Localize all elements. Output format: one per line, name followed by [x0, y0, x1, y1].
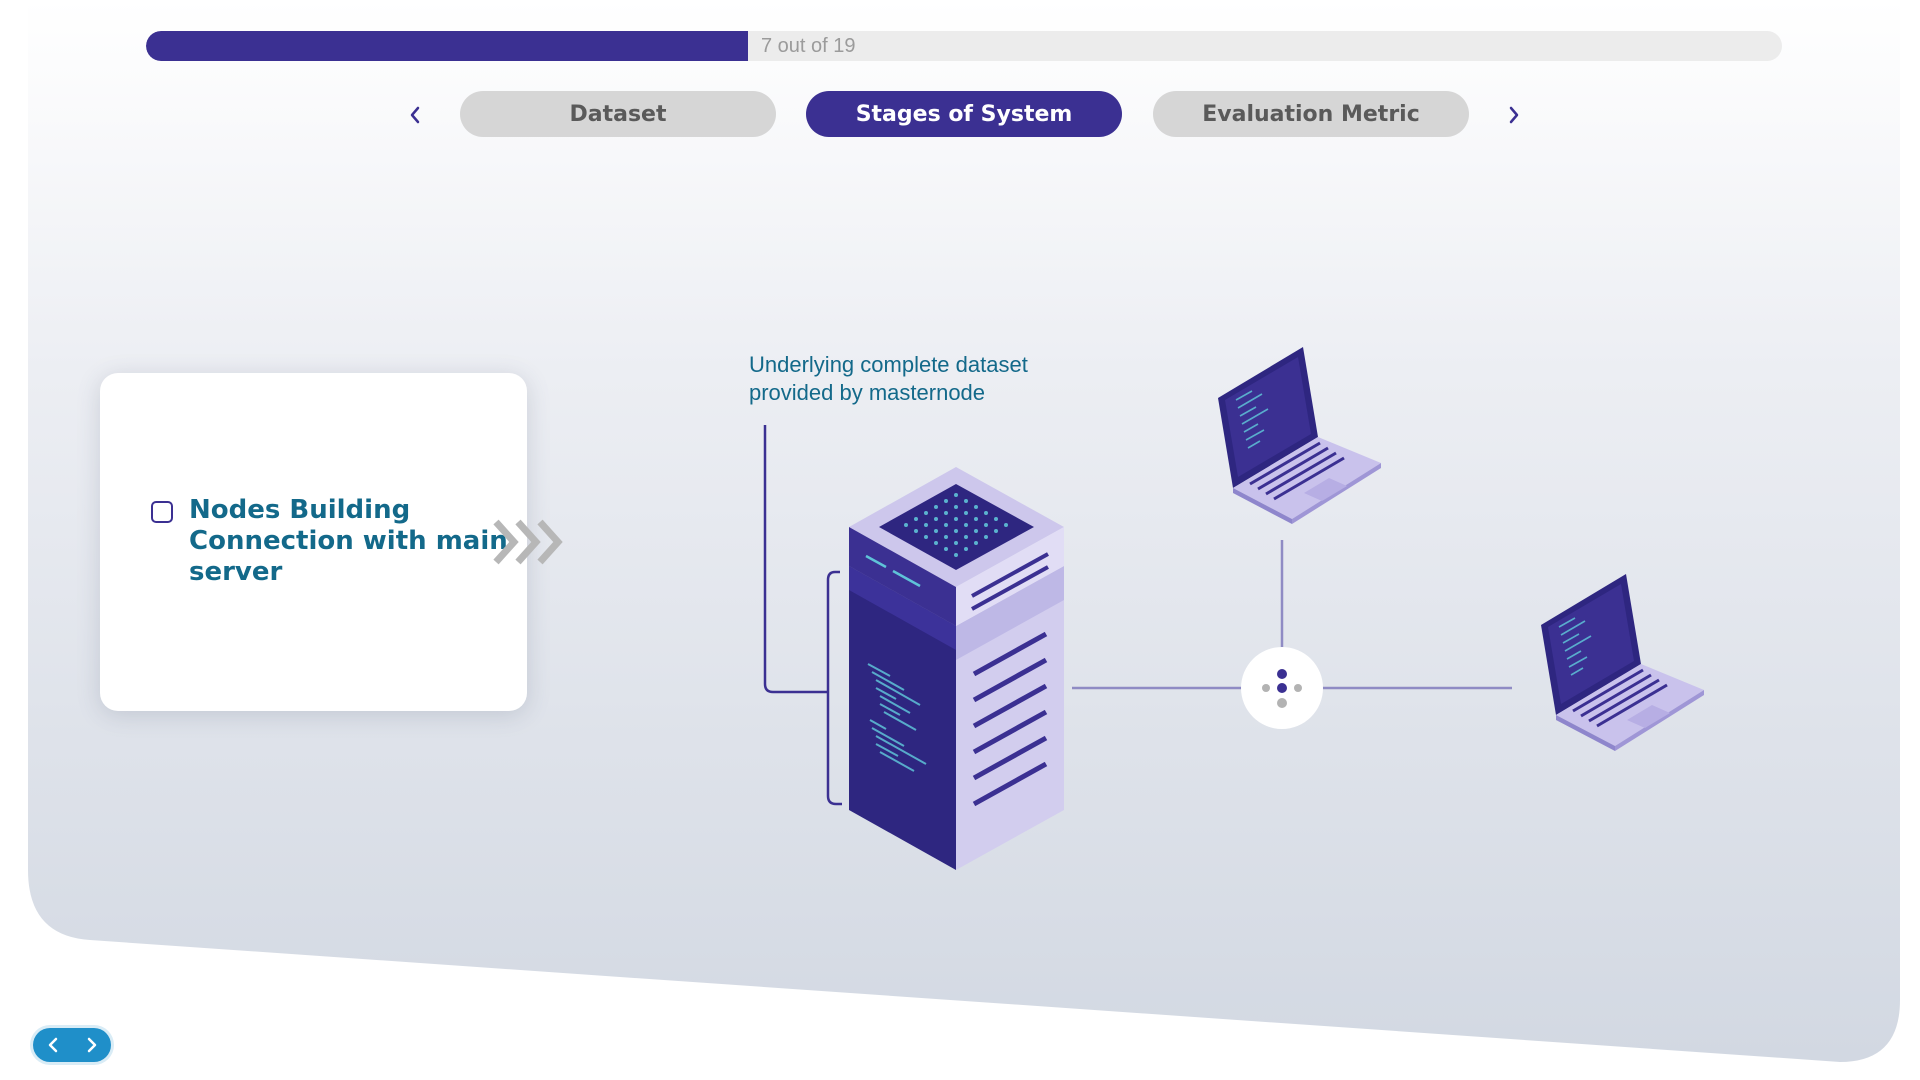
network-hub-icon	[1241, 647, 1323, 729]
dataset-annotation: Underlying complete dataset provided by …	[749, 351, 1028, 407]
stage-title-line: Connection with main	[189, 526, 508, 556]
stage-title-line: server	[189, 557, 283, 587]
tabs-next-button[interactable]	[1496, 97, 1532, 133]
tabs-prev-button[interactable]	[397, 97, 433, 133]
laptop-icon	[1541, 574, 1704, 751]
progress-label: 7 out of 19	[761, 35, 856, 57]
tab-dataset[interactable]: Dataset	[460, 91, 776, 137]
annotation-connector	[763, 425, 842, 806]
previous-slide-button[interactable]	[38, 1030, 68, 1060]
chevron-right-icon	[87, 1037, 96, 1053]
forward-chevrons-icon	[493, 519, 563, 565]
progress-bar: 7 out of 19	[146, 31, 1782, 61]
chevron-left-icon	[410, 106, 420, 124]
laptop-icon	[1218, 347, 1381, 524]
chevron-right-icon	[1509, 106, 1519, 124]
annotation-line: Underlying complete dataset	[749, 352, 1028, 377]
stage-checkbox[interactable]	[151, 501, 173, 523]
slide-navigation-pill	[33, 1028, 111, 1062]
stage-card: Nodes Building Connection with main serv…	[100, 373, 527, 711]
progress-fill	[146, 31, 749, 61]
annotation-line: provided by masternode	[749, 380, 986, 405]
tab-stages-of-system[interactable]: Stages of System	[806, 91, 1122, 137]
tab-evaluation-metric[interactable]: Evaluation Metric	[1153, 91, 1469, 137]
server-rack-icon	[849, 467, 1064, 870]
stage-title: Nodes Building Connection with main serv…	[189, 495, 509, 588]
slide-navigation	[30, 1025, 114, 1065]
chevron-left-icon	[48, 1037, 57, 1053]
next-slide-button[interactable]	[77, 1030, 107, 1060]
stage-title-line: Nodes Building	[189, 495, 411, 525]
